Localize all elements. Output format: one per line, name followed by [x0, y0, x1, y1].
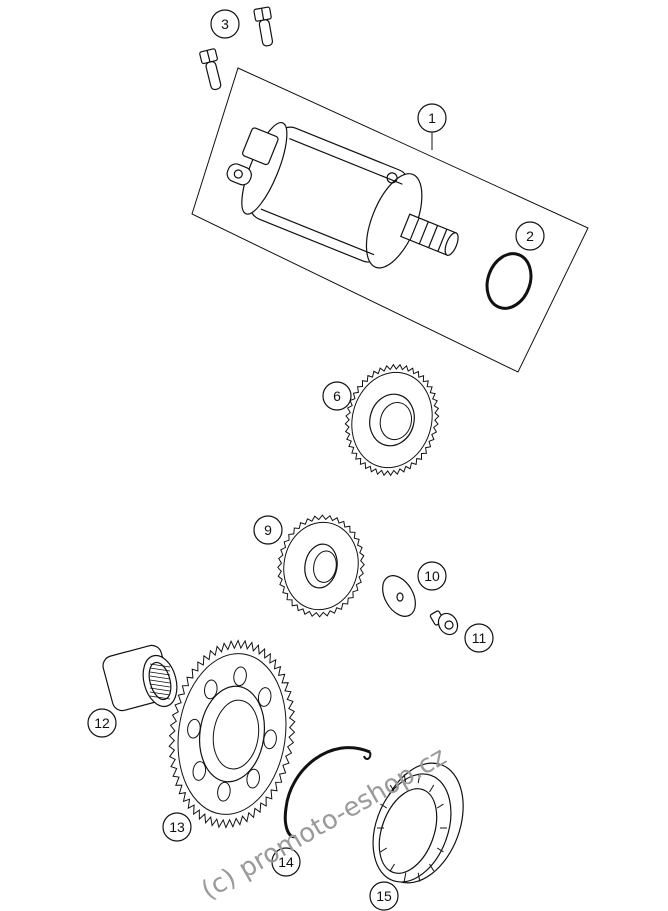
callout-label: 10	[424, 568, 440, 584]
callout-label: 12	[94, 715, 110, 731]
bolt-pair	[199, 6, 274, 91]
callout-label: 11	[472, 630, 487, 646]
callout-label: 14	[278, 854, 294, 870]
starter-motor-frame	[191, 67, 589, 373]
starter-motor-body	[226, 122, 459, 269]
idler-gear	[344, 363, 440, 477]
callout-13: 13	[162, 812, 192, 842]
wire-circlip	[283, 746, 371, 839]
screw	[429, 610, 459, 636]
o-ring	[485, 252, 533, 310]
callout-label: 9	[264, 522, 272, 538]
starter-ring-gear	[168, 639, 296, 829]
callout-10: 10	[417, 561, 447, 591]
callout-14: 14	[271, 847, 301, 877]
freewheel-clutch	[372, 762, 464, 884]
needle-bearing	[102, 644, 178, 712]
callout-6: 6	[322, 381, 352, 411]
intermediate-gear	[277, 514, 365, 618]
washer	[382, 575, 416, 617]
callout-12: 12	[87, 708, 117, 738]
callout-2: 2	[515, 221, 545, 251]
bolt-upper	[253, 6, 274, 47]
bolt-lower	[199, 48, 222, 91]
callout-11: 11	[464, 623, 494, 653]
callout-label: 2	[526, 228, 534, 244]
callout-1: 1	[417, 103, 447, 133]
callout-9: 9	[253, 515, 283, 545]
starter-motor-assembly	[191, 67, 589, 373]
callout-label: 15	[376, 888, 392, 904]
callout-label: 3	[221, 16, 229, 32]
callout-15: 15	[369, 881, 399, 911]
callout-label: 13	[169, 819, 185, 835]
callout-3: 3	[210, 9, 240, 39]
callout-label: 6	[333, 388, 341, 404]
callout-label: 1	[428, 110, 436, 126]
